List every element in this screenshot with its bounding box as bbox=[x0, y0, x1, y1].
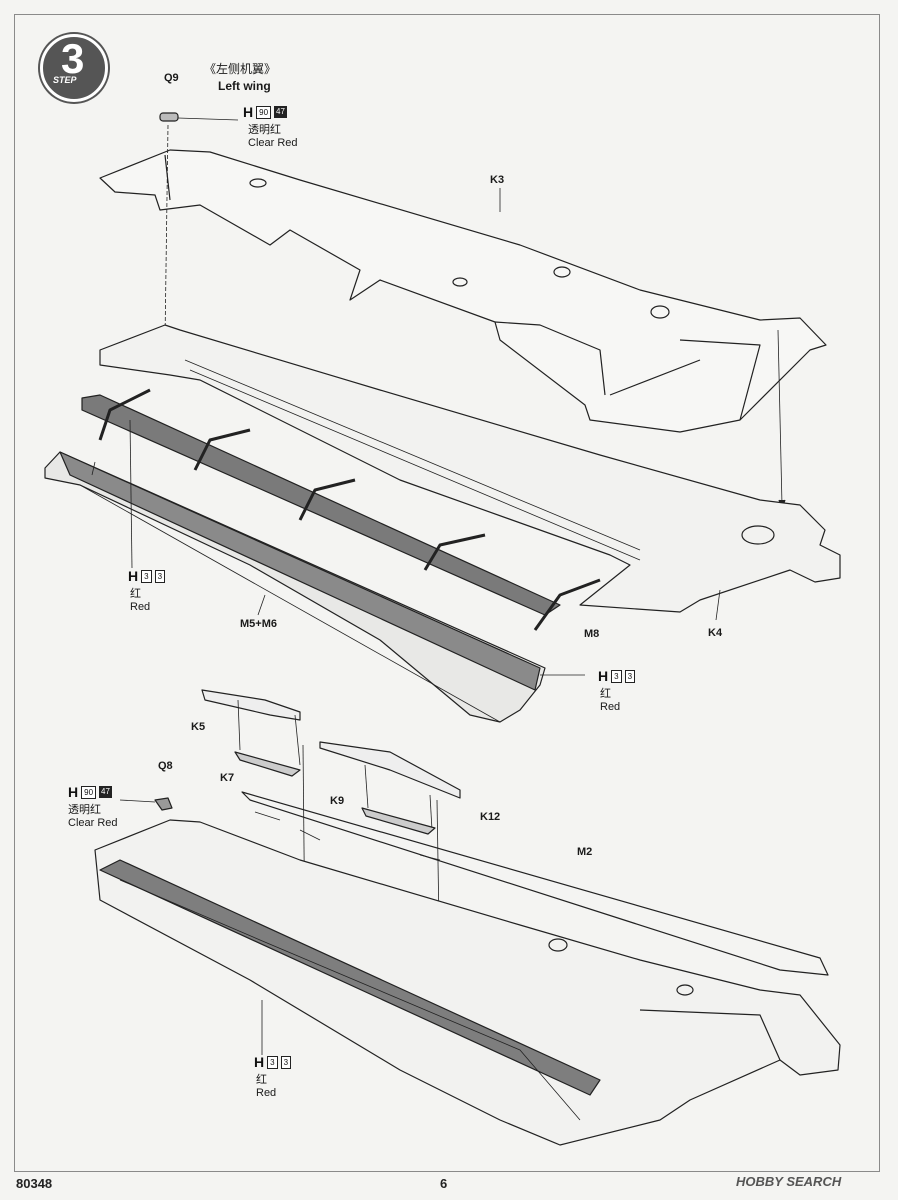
paint-code-b: 3 bbox=[154, 569, 166, 583]
page-frame bbox=[14, 14, 880, 1172]
paint-code-a: 3 bbox=[141, 569, 152, 583]
part-label-k9: K9 bbox=[330, 795, 345, 807]
part-q9-shape bbox=[159, 112, 179, 122]
part-label-k5: K5 bbox=[191, 721, 206, 733]
part-label-m5-m6: M5+M6 bbox=[240, 618, 277, 630]
wing-upper-k3 bbox=[99, 149, 827, 433]
title-cn: 《左侧机翼》 bbox=[204, 62, 277, 76]
paint-code-red-1: H 3 3 bbox=[128, 568, 166, 584]
paint-name-cn: 红 bbox=[600, 688, 611, 700]
part-k9-shape bbox=[361, 807, 436, 835]
paint-name-en: Clear Red bbox=[248, 137, 298, 149]
paint-code-b: 47 bbox=[99, 786, 112, 798]
paint-name-en: Red bbox=[600, 701, 621, 713]
paint-letter: H bbox=[254, 1054, 265, 1070]
step-badge: 3 STEP bbox=[40, 34, 108, 102]
paint-name-cn: 透明红 bbox=[248, 124, 281, 136]
paint-name-en: Red bbox=[256, 1087, 277, 1099]
part-label-m2: M2 bbox=[577, 846, 593, 858]
part-k5-shape bbox=[201, 689, 301, 721]
part-q8-shape bbox=[154, 797, 173, 811]
part-k7-shape bbox=[234, 751, 301, 777]
part-label-k7: K7 bbox=[220, 772, 235, 784]
paint-code-clear-red-1: H 90 47 bbox=[243, 104, 287, 120]
paint-code-a: 3 bbox=[611, 669, 622, 683]
paint-code-b: 47 bbox=[274, 106, 287, 118]
step-word: STEP bbox=[53, 75, 77, 85]
page-number: 6 bbox=[440, 1176, 448, 1191]
paint-letter: H bbox=[598, 668, 609, 684]
paint-code-a: 3 bbox=[267, 1055, 278, 1069]
paint-letter: H bbox=[128, 568, 139, 584]
part-label-k3: K3 bbox=[490, 174, 505, 186]
paint-code-a: 90 bbox=[81, 785, 97, 799]
paint-name-en: Clear Red bbox=[68, 817, 118, 829]
part-label-q9: Q9 bbox=[164, 72, 179, 84]
part-label-k4: K4 bbox=[708, 627, 723, 639]
wing-lower-k4 bbox=[99, 324, 841, 613]
watermark: HOBBY SEARCH bbox=[736, 1174, 842, 1189]
paint-name-cn: 红 bbox=[130, 588, 141, 600]
title-en: Left wing bbox=[218, 79, 271, 93]
paint-letter: H bbox=[68, 784, 79, 800]
paint-code-red-3: H 3 3 bbox=[254, 1054, 292, 1070]
part-label-q8: Q8 bbox=[158, 760, 173, 772]
part-m2-rail bbox=[241, 791, 829, 976]
paint-name-cn: 透明红 bbox=[68, 804, 101, 816]
kit-number: 80348 bbox=[16, 1176, 53, 1191]
paint-code-b: 3 bbox=[624, 669, 636, 683]
part-label-k12: K12 bbox=[480, 811, 501, 823]
paint-code-a: 90 bbox=[256, 105, 272, 119]
part-label-m8: M8 bbox=[584, 628, 600, 640]
step-number: 3 bbox=[61, 35, 85, 82]
paint-code-b: 3 bbox=[280, 1055, 292, 1069]
part-m8-strips bbox=[81, 388, 601, 631]
paint-code-red-2: H 3 3 bbox=[598, 668, 636, 684]
part-m5-m6-flap bbox=[44, 451, 585, 723]
part-k12-shape bbox=[319, 741, 461, 799]
paint-code-clear-red-2: H 90 47 bbox=[68, 784, 112, 800]
paint-name-cn: 红 bbox=[256, 1074, 267, 1086]
paint-letter: H bbox=[243, 104, 254, 120]
wing-assembled bbox=[94, 819, 841, 1146]
paint-name-en: Red bbox=[130, 601, 151, 613]
